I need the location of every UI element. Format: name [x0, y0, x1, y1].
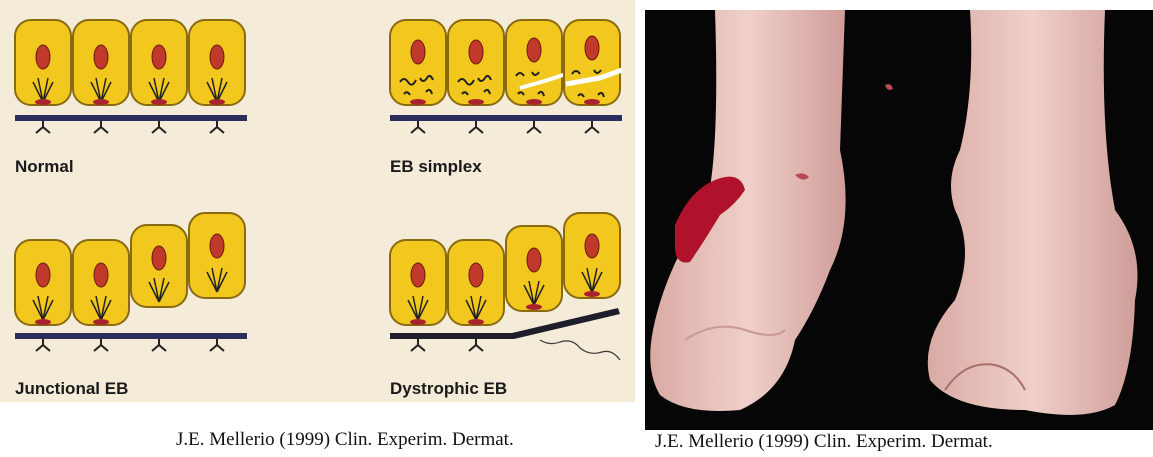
keratinocyte: [390, 20, 446, 105]
keratinocyte: [73, 20, 129, 105]
keratinocyte: [189, 20, 245, 105]
caption-photo: J.E. Mellerio (1999) Clin. Experim. Derm…: [655, 431, 993, 453]
panel-label-eb-simplex: EB simplex: [390, 157, 482, 176]
keratinocyte: [131, 225, 187, 307]
caption-diagram: J.E. Mellerio (1999) Clin. Experim. Derm…: [176, 429, 514, 451]
keratinocyte: [448, 240, 504, 325]
panel-label-normal: Normal: [15, 157, 74, 176]
keratinocyte: [15, 20, 71, 105]
eb-simplex-cells: [390, 20, 622, 105]
keratinocyte: [189, 213, 245, 298]
keratinocyte: [448, 20, 504, 105]
basement-membrane: [15, 115, 247, 121]
keratinocyte: [390, 240, 446, 325]
panel-label-dystrophic-eb: Dystrophic EB: [390, 379, 507, 398]
clinical-photo: [645, 10, 1153, 430]
keratinocyte: [73, 240, 129, 325]
keratinocyte: [506, 20, 566, 105]
keratinocyte: [564, 213, 620, 298]
basement-membrane: [390, 115, 622, 121]
eb-diagram: Normal: [0, 0, 635, 402]
keratinocyte: [506, 226, 562, 311]
keratinocyte: [564, 20, 622, 105]
keratinocyte: [131, 20, 187, 105]
panel-label-junctional-eb: Junctional EB: [15, 379, 128, 398]
keratinocyte: [15, 240, 71, 325]
basement-membrane: [15, 333, 247, 339]
